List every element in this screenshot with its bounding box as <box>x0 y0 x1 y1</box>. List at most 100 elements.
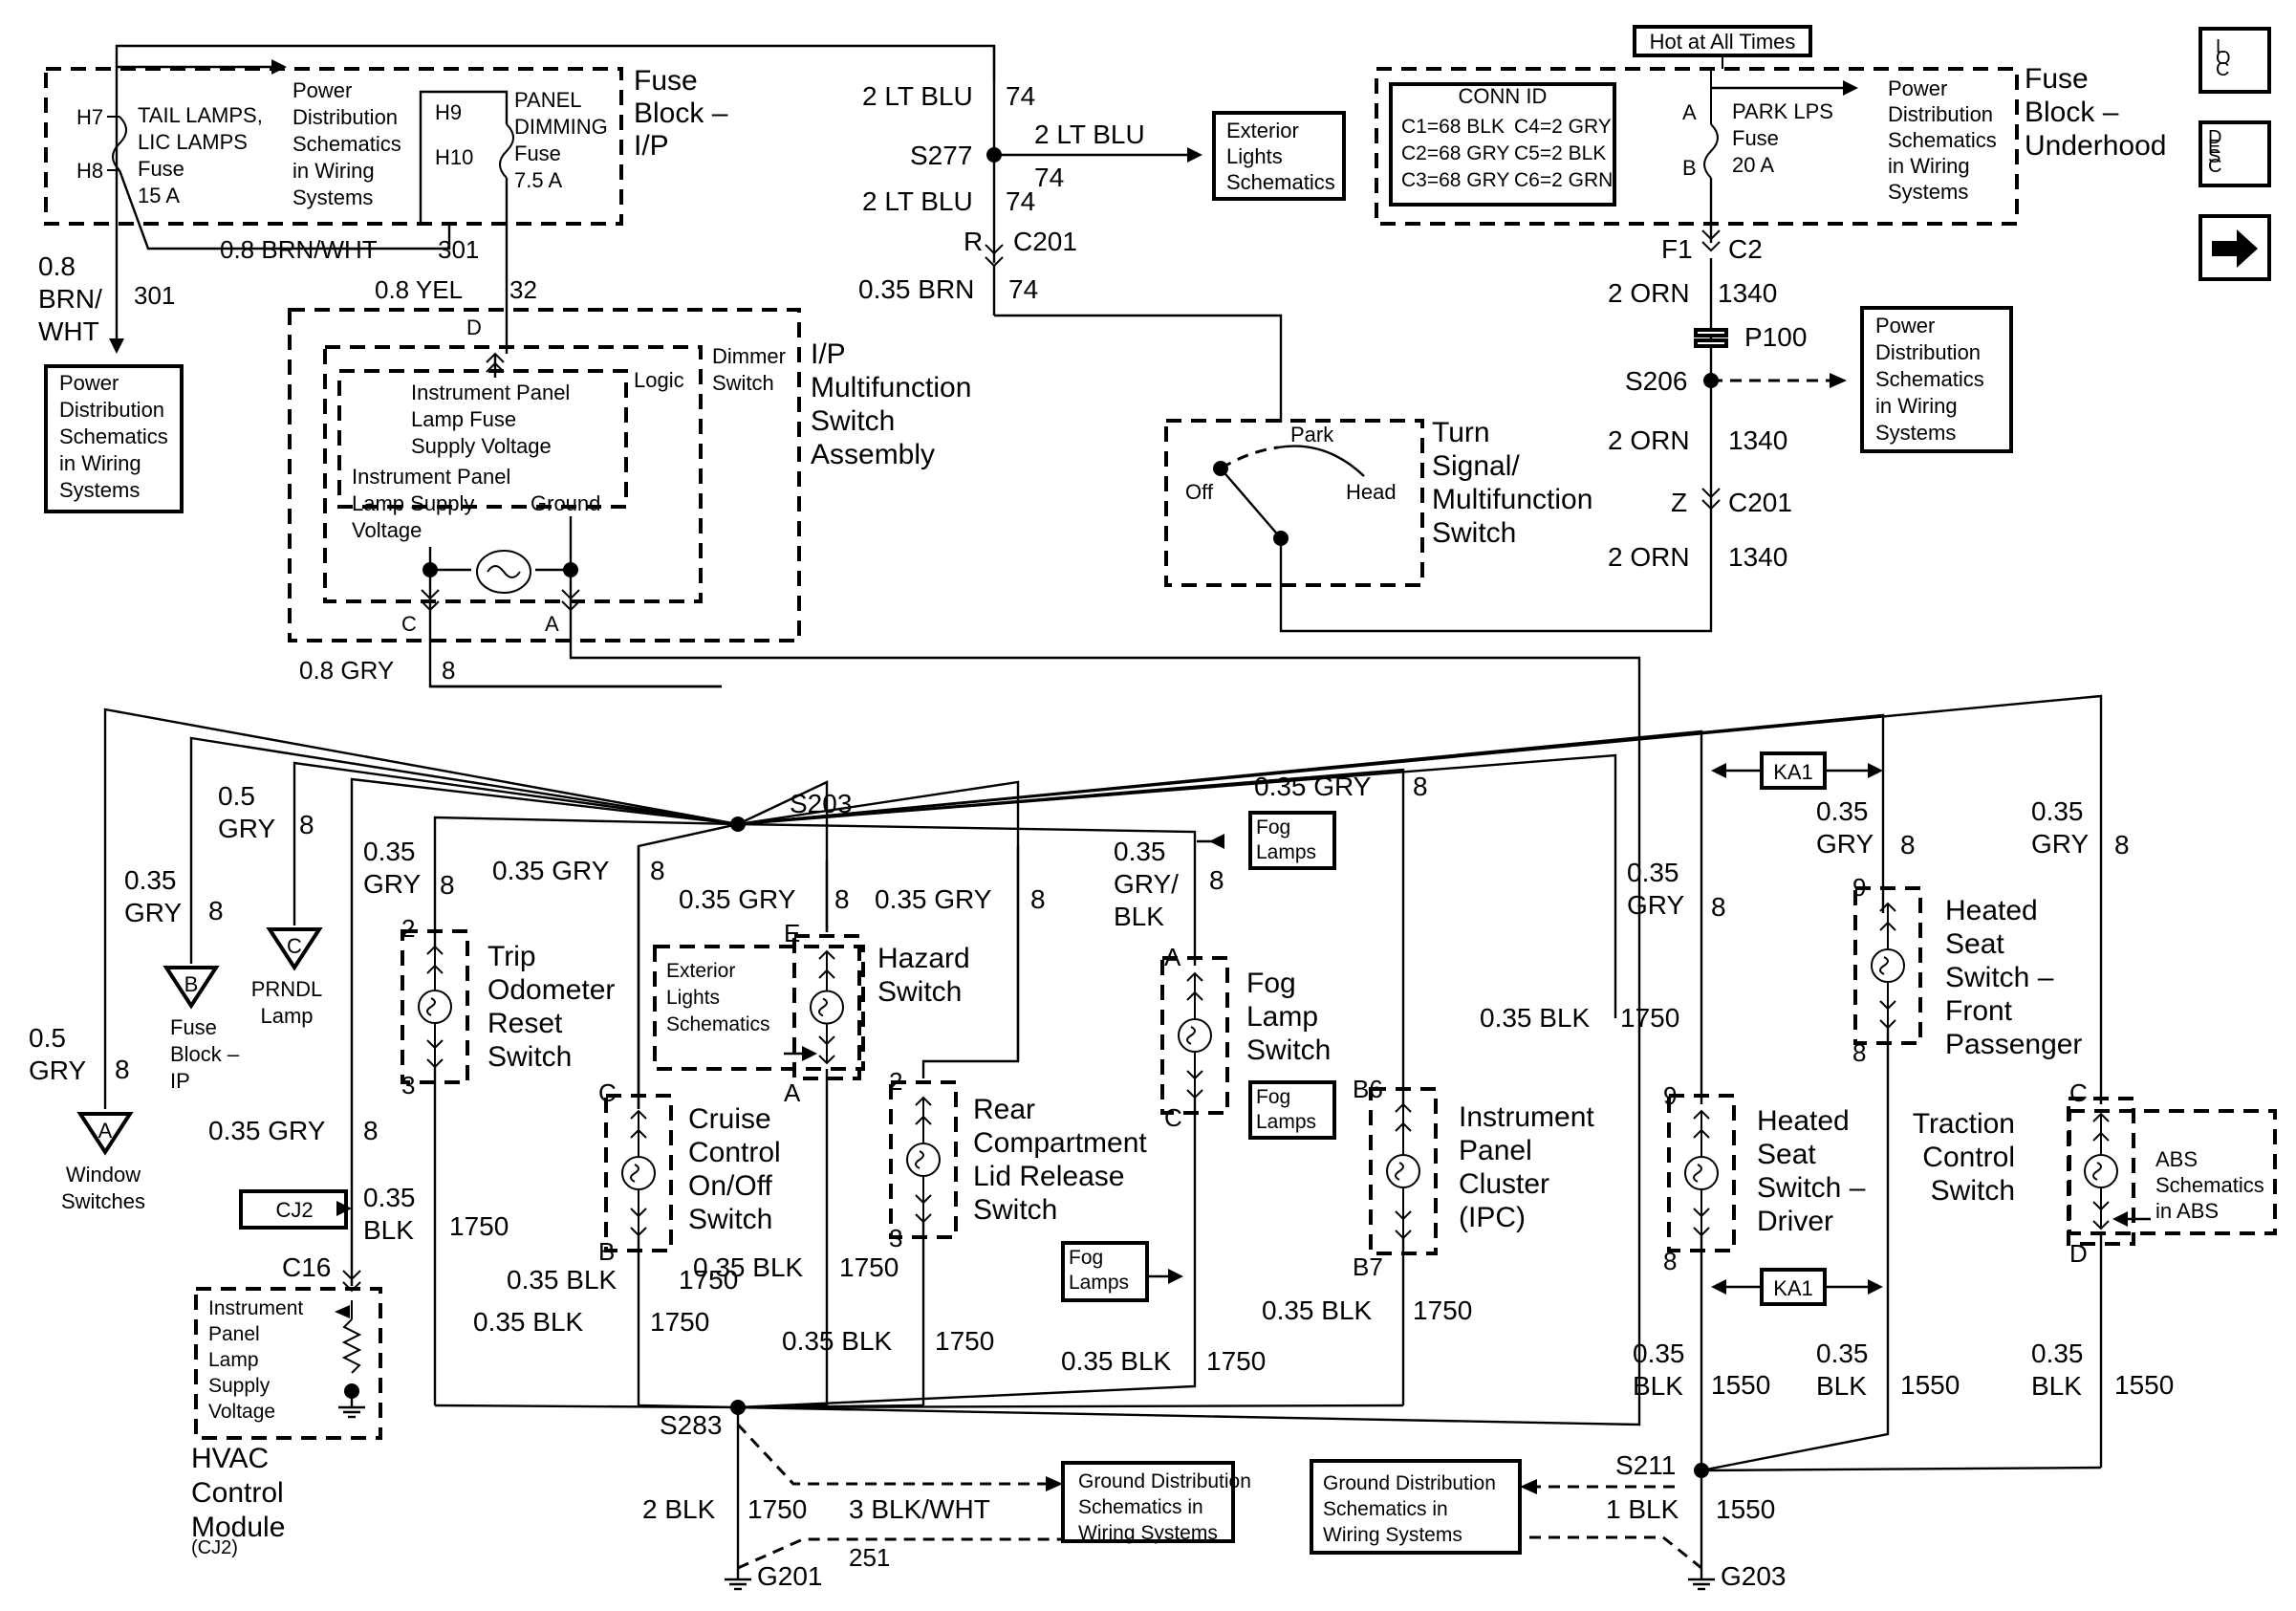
hazard-pin-bot-label: A <box>784 1078 801 1107</box>
rear-pin-top-label: 2 <box>889 1067 902 1096</box>
b-trip-label: 0.35 BLK <box>473 1307 584 1337</box>
cruise-switch-line: Cruise <box>688 1103 771 1135</box>
lamp-icon <box>1386 1154 1420 1188</box>
switch-contact <box>1273 531 1289 546</box>
w-seat-pass-line: 0.35 <box>1816 796 1869 826</box>
mf-switch-line: Switch <box>811 405 895 437</box>
park-fuse-line: 20 A <box>1732 153 1774 177</box>
w-301-b-line: WHT <box>38 316 99 346</box>
exterior-lights-line: Lights <box>1226 144 1283 168</box>
lamp-icon <box>2084 1154 2118 1188</box>
splice-s277 <box>986 147 1002 163</box>
conn-id-title-label: CONN ID <box>1459 84 1548 108</box>
ip-lamp-supply-line: Instrument Panel <box>352 465 510 489</box>
hvac-inner-line: Lamp <box>208 1349 259 1371</box>
w-32-num-label: 32 <box>509 275 537 304</box>
ipc-pin-bot-label: B7 <box>1353 1252 1383 1281</box>
c201-r-label: R <box>964 227 983 256</box>
cruise-pin-top-label: C <box>598 1078 617 1107</box>
h7-label: H7 <box>76 105 103 129</box>
ip-fuse-supply-line: Instrument Panel <box>411 381 570 404</box>
panel-fuse-line: 7.5 A <box>514 168 562 192</box>
pd-right-line: Power <box>1875 314 1935 337</box>
g203-label: G203 <box>1721 1561 1787 1591</box>
gd-right-line: Schematics in <box>1323 1498 1448 1520</box>
b-fog-label: 0.35 BLK <box>1061 1346 1172 1376</box>
fog-pin-top-label: A <box>1164 943 1181 971</box>
turn-switch-line: Signal/ <box>1432 450 1520 482</box>
w-fog-line: BLK <box>1114 902 1164 931</box>
tail-fuse-line: TAIL LAMPS, <box>138 103 263 127</box>
w-ipc-label: 0.35 GRY <box>1254 772 1372 801</box>
turn-switch-line: Switch <box>1432 517 1516 549</box>
splice-s203 <box>730 816 746 832</box>
desc-line: E <box>2208 137 2220 158</box>
ka1-bot-label: KA1 <box>1773 1276 1813 1300</box>
traction-control-switch <box>2068 1109 2277 1235</box>
traction-control-switch-contacts <box>2067 1097 2135 1246</box>
c16-label: C16 <box>282 1252 331 1282</box>
hvac-module-line: Module <box>191 1512 285 1543</box>
logic-label: Logic <box>634 368 684 392</box>
splice-dot <box>563 562 578 577</box>
b-fog-num-label: 1750 <box>1206 1346 1266 1376</box>
trip-switch-line: Odometer <box>487 974 615 1006</box>
pd-right-line: Schematics <box>1875 367 1984 391</box>
b-cruise-label: 0.35 BLK <box>507 1265 617 1295</box>
w-tcs-line: GRY <box>2031 829 2089 859</box>
ip-lamp-supply-line: Lamp Supply <box>352 491 474 515</box>
fuse-block-ip-line: I/P <box>634 130 669 162</box>
hot-at-all-times-label: Hot at All Times <box>1650 30 1796 54</box>
seat-pass-line: Passenger <box>1945 1029 2082 1060</box>
w-fuseblk-line: 0.35 <box>124 865 177 895</box>
seat-pass-line: Seat <box>1945 928 2004 960</box>
cruise-switch-line: On/Off <box>688 1170 772 1202</box>
cj2-arrow-label: CJ2 <box>275 1198 313 1222</box>
ground-distribution-box-left <box>1061 1461 1235 1543</box>
hazard-ext-line: Exterior <box>666 960 735 982</box>
w-hvac-blk-line: BLK <box>363 1215 414 1245</box>
splice-s211 <box>1694 1463 1709 1478</box>
pd-top-left-line: Distribution <box>292 105 398 129</box>
pass-pin-top-label: 9 <box>1852 873 1866 902</box>
b-drv-line: 0.35 <box>1633 1339 1685 1368</box>
rear-pin-bot-label: 3 <box>889 1224 902 1252</box>
w-fuseblk-line: GRY <box>124 898 182 927</box>
turn-switch-line: Turn <box>1432 417 1490 448</box>
fuse-block-uh-line: Block – <box>2025 97 2119 128</box>
desc-line: D <box>2208 127 2221 148</box>
pd-top-right-line: Schematics <box>1888 128 1997 152</box>
b-cruise-num-label: 1750 <box>679 1265 738 1295</box>
fuse-block-ip <box>44 67 623 226</box>
w-seat-drv-line: 0.35 <box>1627 858 1679 887</box>
fog-lamps-3-line: Lamps <box>1069 1272 1129 1294</box>
b-pass-line: 0.35 <box>1816 1339 1869 1368</box>
panel-fuse-line: DIMMING <box>514 115 608 139</box>
orn-3-label: 2 ORN <box>1608 542 1690 572</box>
window-switches-line: Window <box>66 1163 141 1186</box>
cruise-switch-line: Switch <box>688 1204 772 1235</box>
lt-blu-1-num-label: 74 <box>1006 81 1035 111</box>
fuse-block-uh-line: Underhood <box>2025 130 2166 162</box>
seat-drv-line: Driver <box>1757 1206 1833 1237</box>
w-trip-line: GRY <box>363 869 421 899</box>
pd-top-right-line: in Wiring <box>1888 154 1970 178</box>
ka1-top-label: KA1 <box>1773 760 1813 784</box>
w-rear-label: 0.35 GRY <box>875 884 992 914</box>
abs-line: ABS <box>2155 1147 2198 1171</box>
w-gry8-top-num-label: 8 <box>442 656 455 685</box>
w-rear-num-label: 8 <box>1030 884 1046 914</box>
b-tcs-num-label: 1550 <box>2114 1370 2174 1400</box>
tri-c-label: C <box>287 934 302 958</box>
b-hazard-label: 0.35 BLK <box>693 1252 804 1282</box>
panel-fuse-line: PANEL <box>514 88 582 112</box>
pd-left-line: Power <box>59 371 119 395</box>
desc-button[interactable] <box>2199 120 2271 187</box>
ground-label: Ground <box>531 491 600 515</box>
blk-1-label: 1 BLK <box>1606 1494 1679 1524</box>
w-window-num-label: 8 <box>115 1055 130 1084</box>
fuse-block-ip-line: Block – <box>634 98 728 129</box>
loc-button[interactable] <box>2199 27 2271 94</box>
heated-seat-switch-front-passenger <box>1853 886 1922 1045</box>
tcs-line: Traction <box>1913 1108 2015 1140</box>
